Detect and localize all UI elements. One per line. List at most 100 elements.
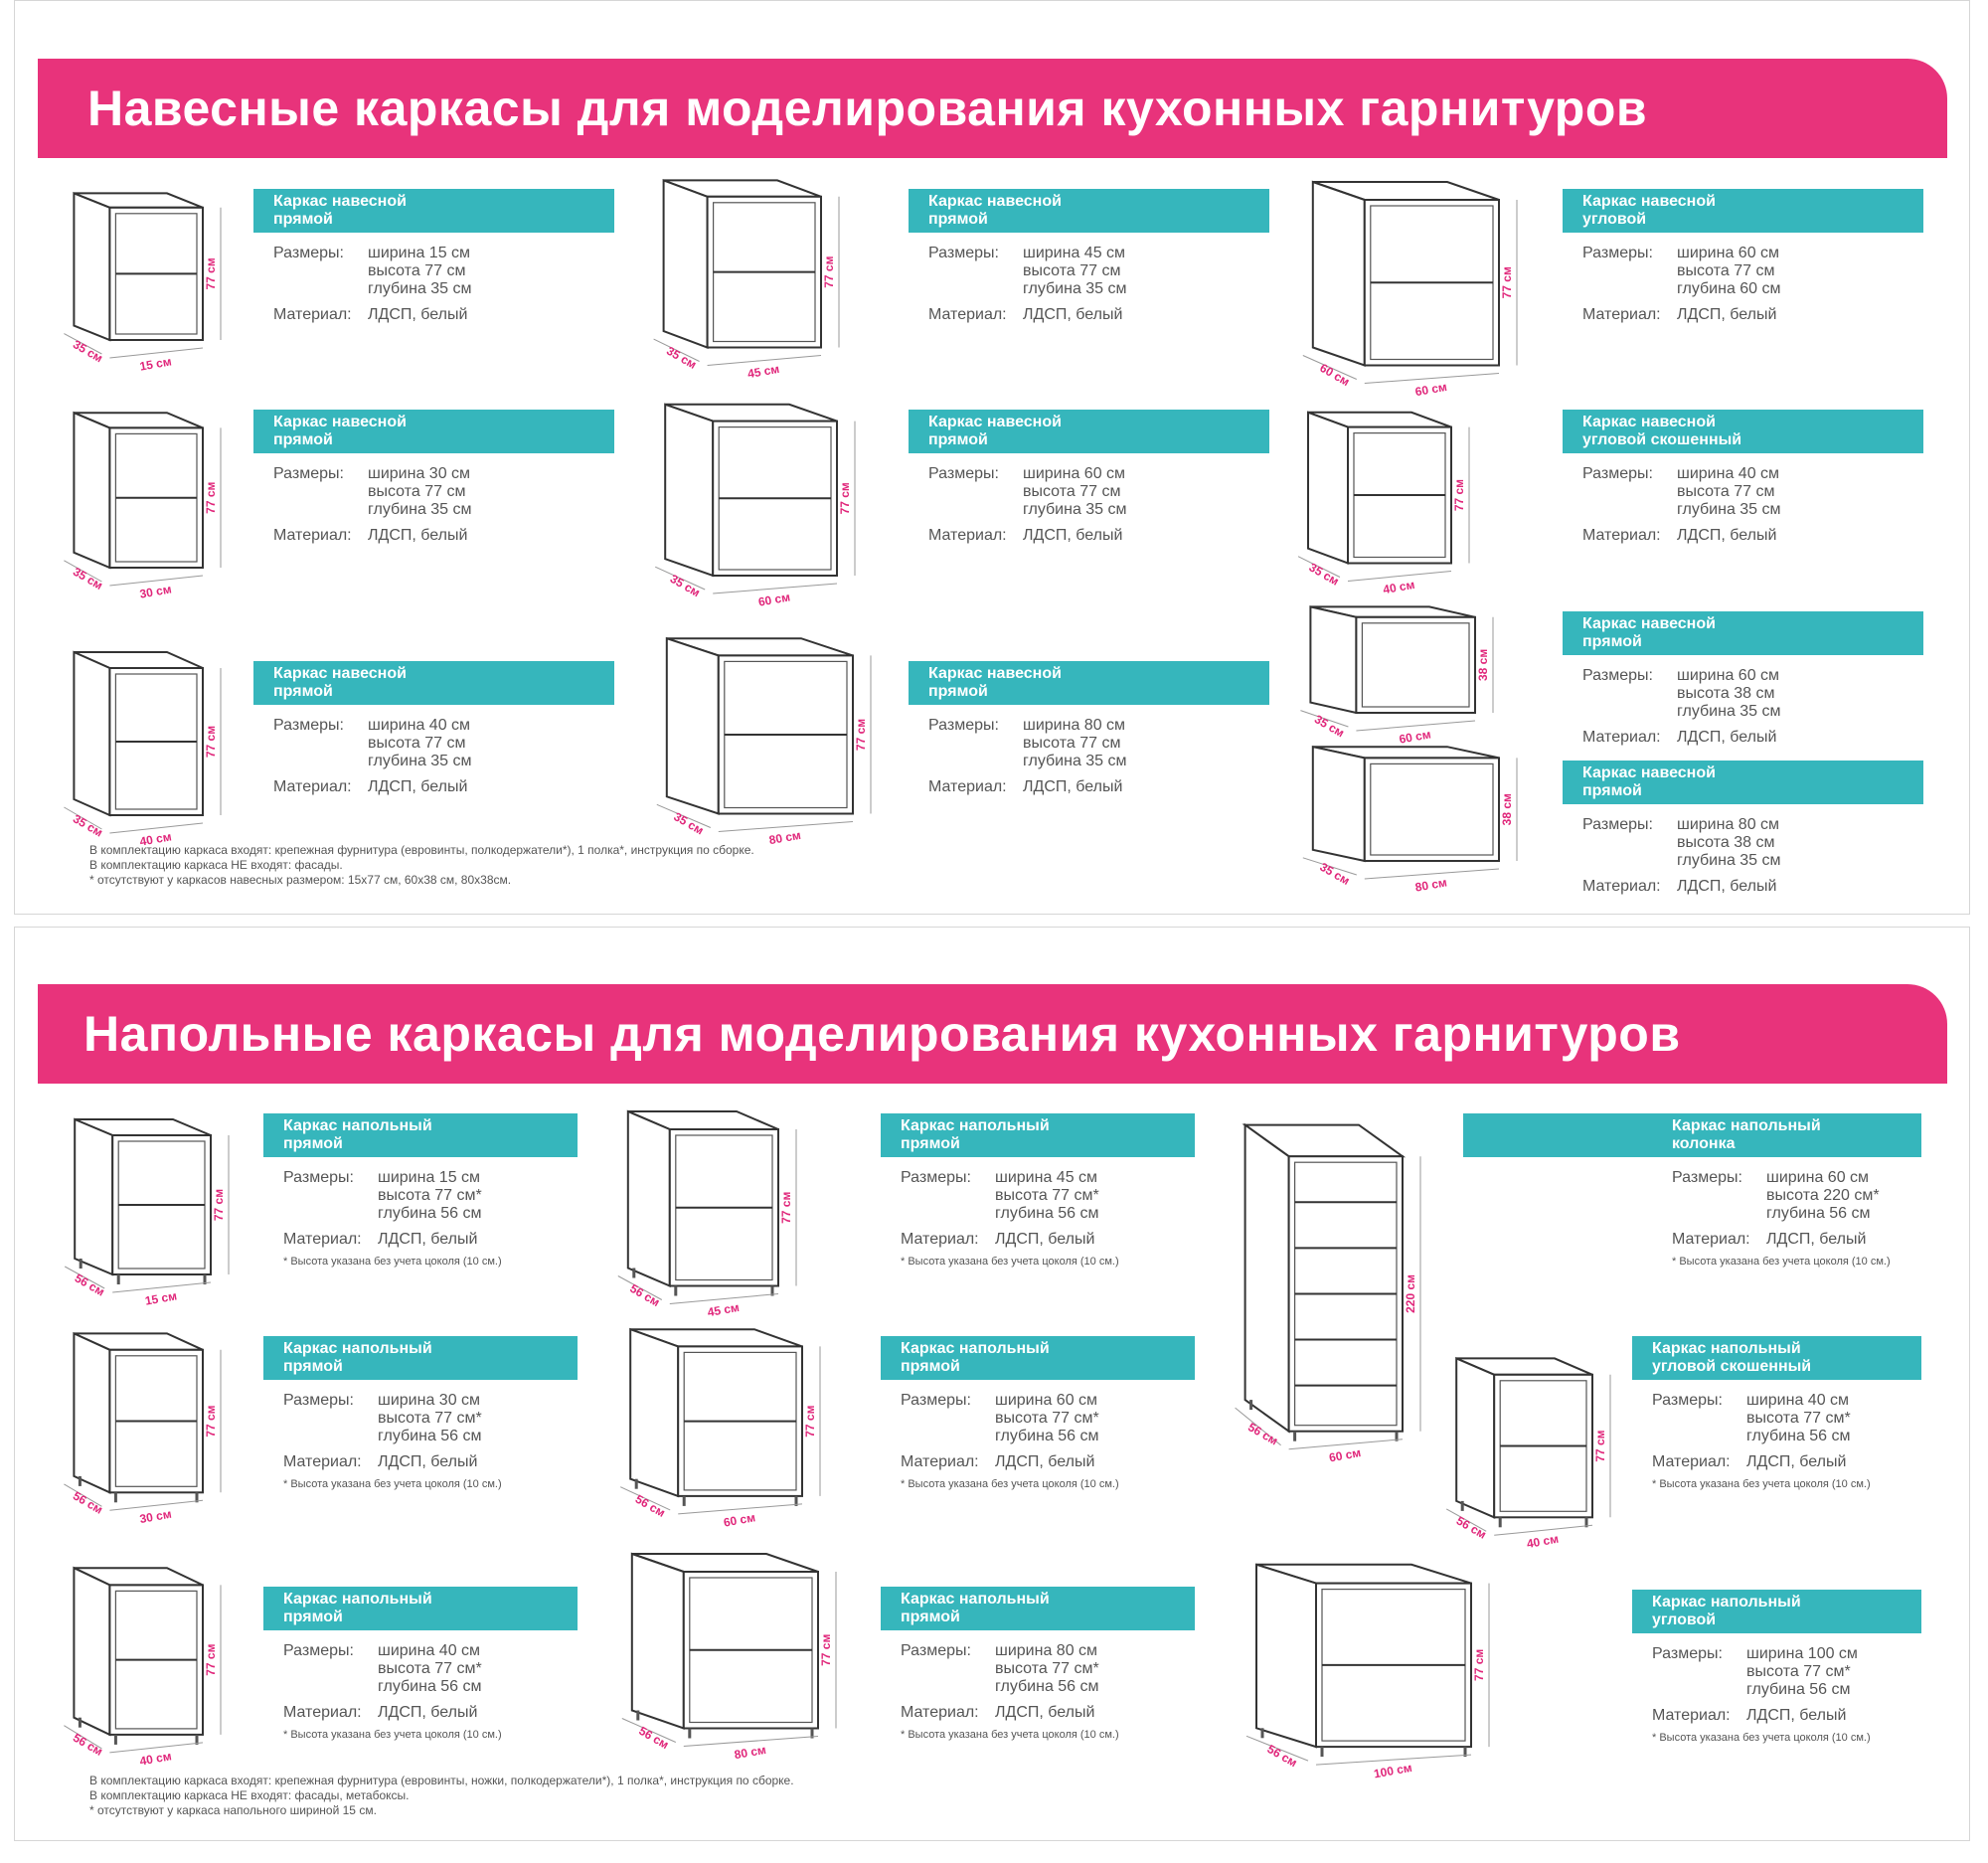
spacer (901, 1223, 1119, 1231)
depth-dimension-line (64, 1483, 102, 1507)
spacer (1582, 298, 1781, 306)
size-width: ширина 60 см (995, 1392, 1098, 1409)
card-title-line1: Каркас навесной (928, 193, 1062, 210)
material-value: ЛДСП, белый (368, 527, 468, 544)
material-row: Материал:ЛДСП, белый (928, 527, 1127, 545)
size-width: ширина 15 см (368, 245, 471, 261)
width-dimension-label: 60 см (757, 590, 791, 608)
card-title-line1: Каркас напольный (1652, 1340, 1801, 1357)
height-dimension-label: 77 см (779, 1192, 793, 1224)
cabinet-side (1311, 180, 1366, 367)
card-title-line1: Каркас напольный (283, 1117, 432, 1134)
size-height: высота 77 см (1023, 483, 1121, 500)
size-depth: глубина 35 см (1677, 501, 1781, 518)
width-dimension-line (669, 1293, 779, 1304)
width-dimension-line (713, 583, 838, 594)
width-dimension-line (112, 1281, 212, 1293)
height-dimension-label: 77 см (204, 481, 218, 513)
material-value: ЛДСП, белый (1746, 1707, 1847, 1724)
width-dimension-line (1364, 373, 1500, 384)
width-dimension-label: 60 см (1398, 727, 1431, 746)
height-dimension-label: 77 см (1500, 266, 1514, 298)
material-label: Материал: (1672, 1231, 1750, 1248)
material-row: Материал:ЛДСП, белый (273, 778, 472, 796)
spacer (901, 1696, 1119, 1704)
size-depth: глубина 35 см (1023, 280, 1127, 297)
spacer (901, 1445, 1119, 1453)
height-note: * Высота указана без учета цоколя (10 см… (901, 1729, 1119, 1741)
height-dimension-label: 38 см (1476, 649, 1490, 681)
width-dimension-line (718, 821, 854, 832)
card-title-line2: угловой (1652, 1611, 1717, 1628)
sizes-label: Размеры: (1582, 465, 1653, 482)
size-depth: глубина 60 см (1677, 280, 1781, 297)
width-dimension-label: 45 см (746, 362, 780, 381)
width-dimension-line (109, 822, 204, 834)
card-title-line2: прямой (283, 1135, 343, 1152)
sizes-label: Размеры: (283, 1169, 354, 1186)
material-row: Материал:ЛДСП, белый (283, 1704, 502, 1722)
material-row: Материал:ЛДСП, белый (1652, 1707, 1871, 1725)
spacer (928, 519, 1127, 527)
spacer (1582, 519, 1781, 527)
size-depth: глубина 35 см (368, 280, 472, 297)
width-dimension-line (1315, 1754, 1472, 1766)
cabinet-side (1309, 605, 1358, 715)
width-dimension-label: 80 см (1414, 875, 1448, 894)
material-row: Материал:ЛДСП, белый (1652, 1453, 1871, 1471)
material-label: Материал: (928, 306, 1007, 323)
size-depth: глубина 35 см (368, 501, 472, 518)
card-title-line2: прямой (283, 1358, 343, 1375)
material-value: ЛДСП, белый (378, 1453, 478, 1470)
sizes-label: Размеры: (273, 717, 344, 734)
size-depth: глубина 35 см (1677, 703, 1781, 720)
material-value: ЛДСП, белый (1023, 527, 1123, 544)
sizes-label: Размеры: (273, 245, 344, 261)
card-title-line2: прямой (928, 683, 988, 700)
width-dimension-label: 15 см (138, 354, 172, 373)
width-dimension-label: 15 см (144, 1288, 178, 1307)
size-width: ширина 80 см (1677, 816, 1780, 833)
width-dimension-label: 60 см (723, 1510, 756, 1529)
width-dimension-label: 45 см (707, 1300, 741, 1319)
cabinet-side (73, 1331, 111, 1494)
depth-dimension-line (1245, 1735, 1309, 1762)
size-height: высота 77 см (1677, 483, 1775, 500)
depth-dimension-label: 56 см (1454, 1514, 1489, 1542)
material-label: Материал: (283, 1231, 362, 1248)
depth-dimension-line (617, 1275, 663, 1300)
size-depth: глубина 56 см (995, 1428, 1099, 1444)
sizes-label: Размеры: (273, 465, 344, 482)
height-note: * Высота указана без учета цоколя (10 см… (283, 1256, 502, 1268)
